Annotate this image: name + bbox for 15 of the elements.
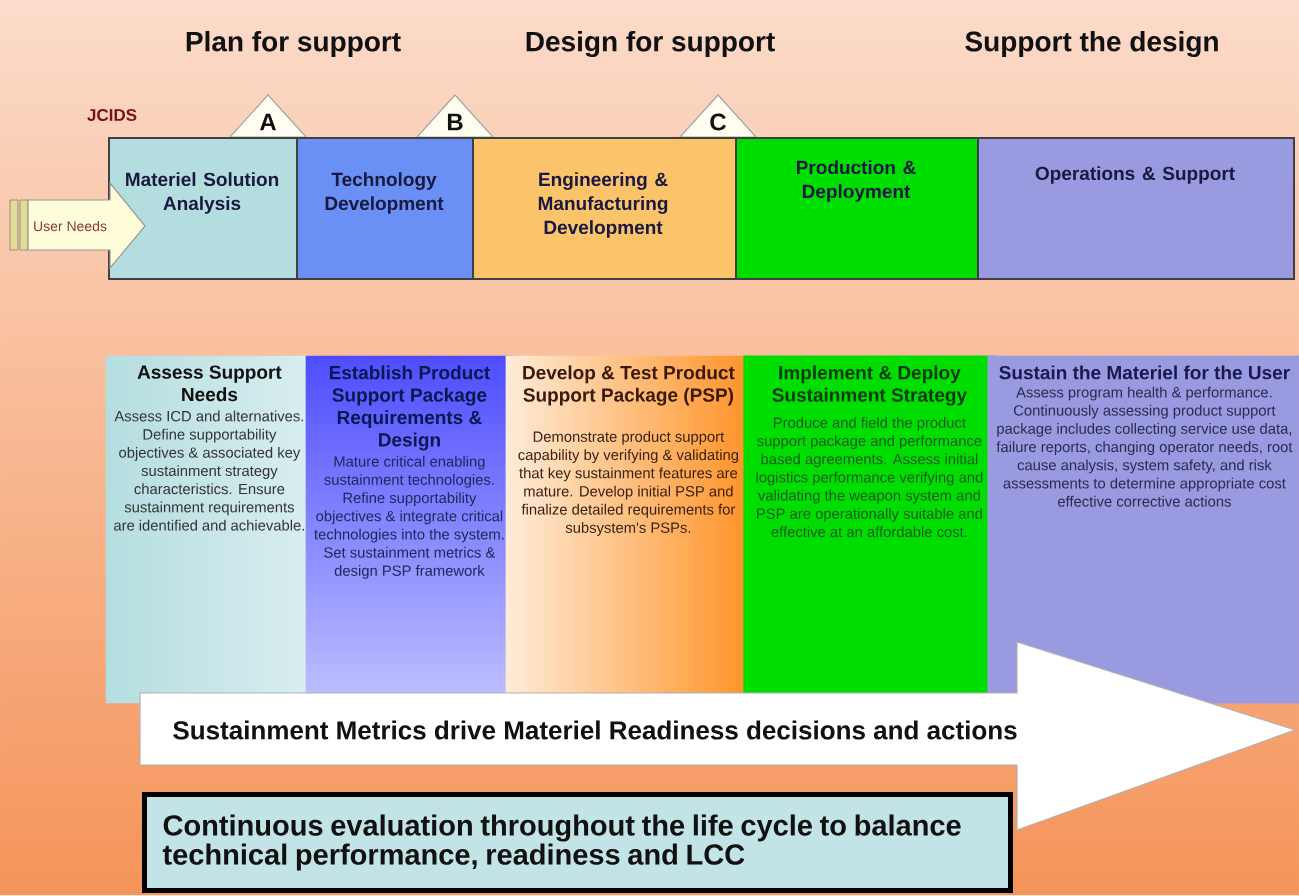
activity-column: Establish Product Support Package Requirements & Design Mature critical enabling sustainment technologies. Refine supportability objectives & integrate critical technologies into the system. Set sustainment metrics & design PSP framework	[314, 365, 504, 579]
phase-box: Materiel Solution Analysis	[108, 137, 298, 280]
activity-column: Develop & Test Product Support Package (PSP) Demonstrate product support capability by verifying & validating that key sustainment features are mature. Develop initial PSP and finalize detailed requirements for subsystem's PSPs.	[518, 365, 739, 536]
jcids-label: JCIDS	[87, 109, 137, 121]
phase-box: Engineering & Manufacturing Development	[472, 137, 737, 280]
phase-box: Production & Deployment	[735, 137, 979, 280]
heading-text: Design for support	[526, 30, 775, 58]
phase-box: Technology Development	[296, 137, 474, 280]
activity-column: Sustain the Materiel for the User Assess program health & performance. Continuously assessing product support package includes collecting service use data, failure reports, changing operator needs, root cause analysis, system safety, and risk assessments to determine appropriate cost effective corrective actions	[987, 355, 1299, 704]
evaluation-box: Continuous evaluation throughout the life cycle to balance technical performance, readiness and LCC	[142, 792, 1013, 893]
phase-box: Operations & Support	[977, 137, 1295, 280]
heading-text: Support the design	[965, 30, 1218, 58]
activity-column: Implement & Deploy Sustainment Strategy Produce and field the product support package and performance based agreements. Assess initial logistics performance verifying and validating the weapon system and PSP are operationally suitable and effective at an affordable cost.	[743, 355, 996, 704]
heading-text: Plan for support	[186, 30, 401, 58]
activity-column: Assess Support Needs Assess ICD and alternatives. Define supportability objectives & associated key sustainment strategy characteristics. Ensure sustainment requirements are identified and achievable.	[114, 365, 304, 531]
